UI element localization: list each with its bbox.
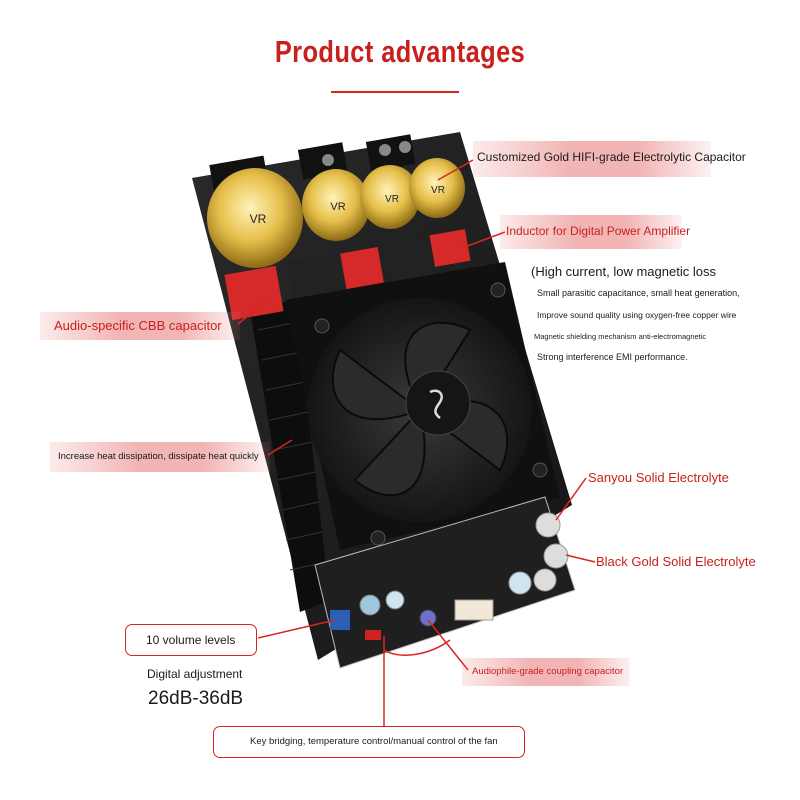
heat-label: Increase heat dissipation, dissipate hea… xyxy=(58,451,259,462)
digital-adjustment-label: Digital adjustment xyxy=(147,667,243,681)
red-inductors xyxy=(224,229,471,321)
dip-switch xyxy=(365,630,381,640)
cap-label-4: VR xyxy=(431,185,445,196)
volume-potentiometer xyxy=(330,610,350,630)
control-board xyxy=(314,496,576,669)
volume-label: 10 volume levels xyxy=(146,633,236,647)
cbb-label: Audio-specific CBB capacitor xyxy=(54,318,222,333)
black-gold-label: Black Gold Solid Electrolyte xyxy=(596,554,756,569)
inductor-note-3: Magnetic shielding mechanism anti-electr… xyxy=(534,332,707,341)
coupling-label: Audiophile-grade coupling capacitor xyxy=(472,666,624,677)
bridging-label: Key bridging, temperature control/manual… xyxy=(250,736,498,747)
heat-callout: Increase heat dissipation, dissipate hea… xyxy=(50,442,270,472)
callout-lines xyxy=(237,159,596,744)
inductor-label: Inductor for Digital Power Amplifier xyxy=(506,224,691,238)
gold-capacitor-label: Customized Gold HIFI-grade Electrolytic … xyxy=(477,150,746,164)
fan-logo-icon xyxy=(429,389,443,419)
title-underline xyxy=(331,91,459,93)
inductor-headline: (High current, low magnetic loss xyxy=(531,264,716,279)
coupling-callout: Audiophile-grade coupling capacitor xyxy=(462,658,630,686)
cap-label-1: VR xyxy=(250,212,267,226)
inductor-callout: Inductor for Digital Power Amplifier xyxy=(500,215,690,249)
cap-label-2: VR xyxy=(330,201,345,213)
inductor-note-1: Small parasitic capacitance, small heat … xyxy=(537,288,740,298)
sanyou-label: Sanyou Solid Electrolyte xyxy=(588,470,729,485)
bridging-callout: Key bridging, temperature control/manual… xyxy=(213,726,525,758)
cbb-callout: Audio-specific CBB capacitor xyxy=(40,312,240,340)
page-title: Product advantages xyxy=(274,34,526,69)
gold-capacitor-callout: Customized Gold HIFI-grade Electrolytic … xyxy=(473,141,746,177)
inductor-note-2: Improve sound quality using oxygen-free … xyxy=(537,310,737,320)
cooling-fan xyxy=(285,262,560,550)
inductor-note-4: Strong interference EMI performance. xyxy=(537,352,688,362)
cap-label-3: VR xyxy=(385,194,399,205)
volume-callout: 10 volume levels xyxy=(125,624,257,656)
heatsink xyxy=(250,300,330,612)
gain-range-label: 26dB-36dB xyxy=(148,688,244,709)
